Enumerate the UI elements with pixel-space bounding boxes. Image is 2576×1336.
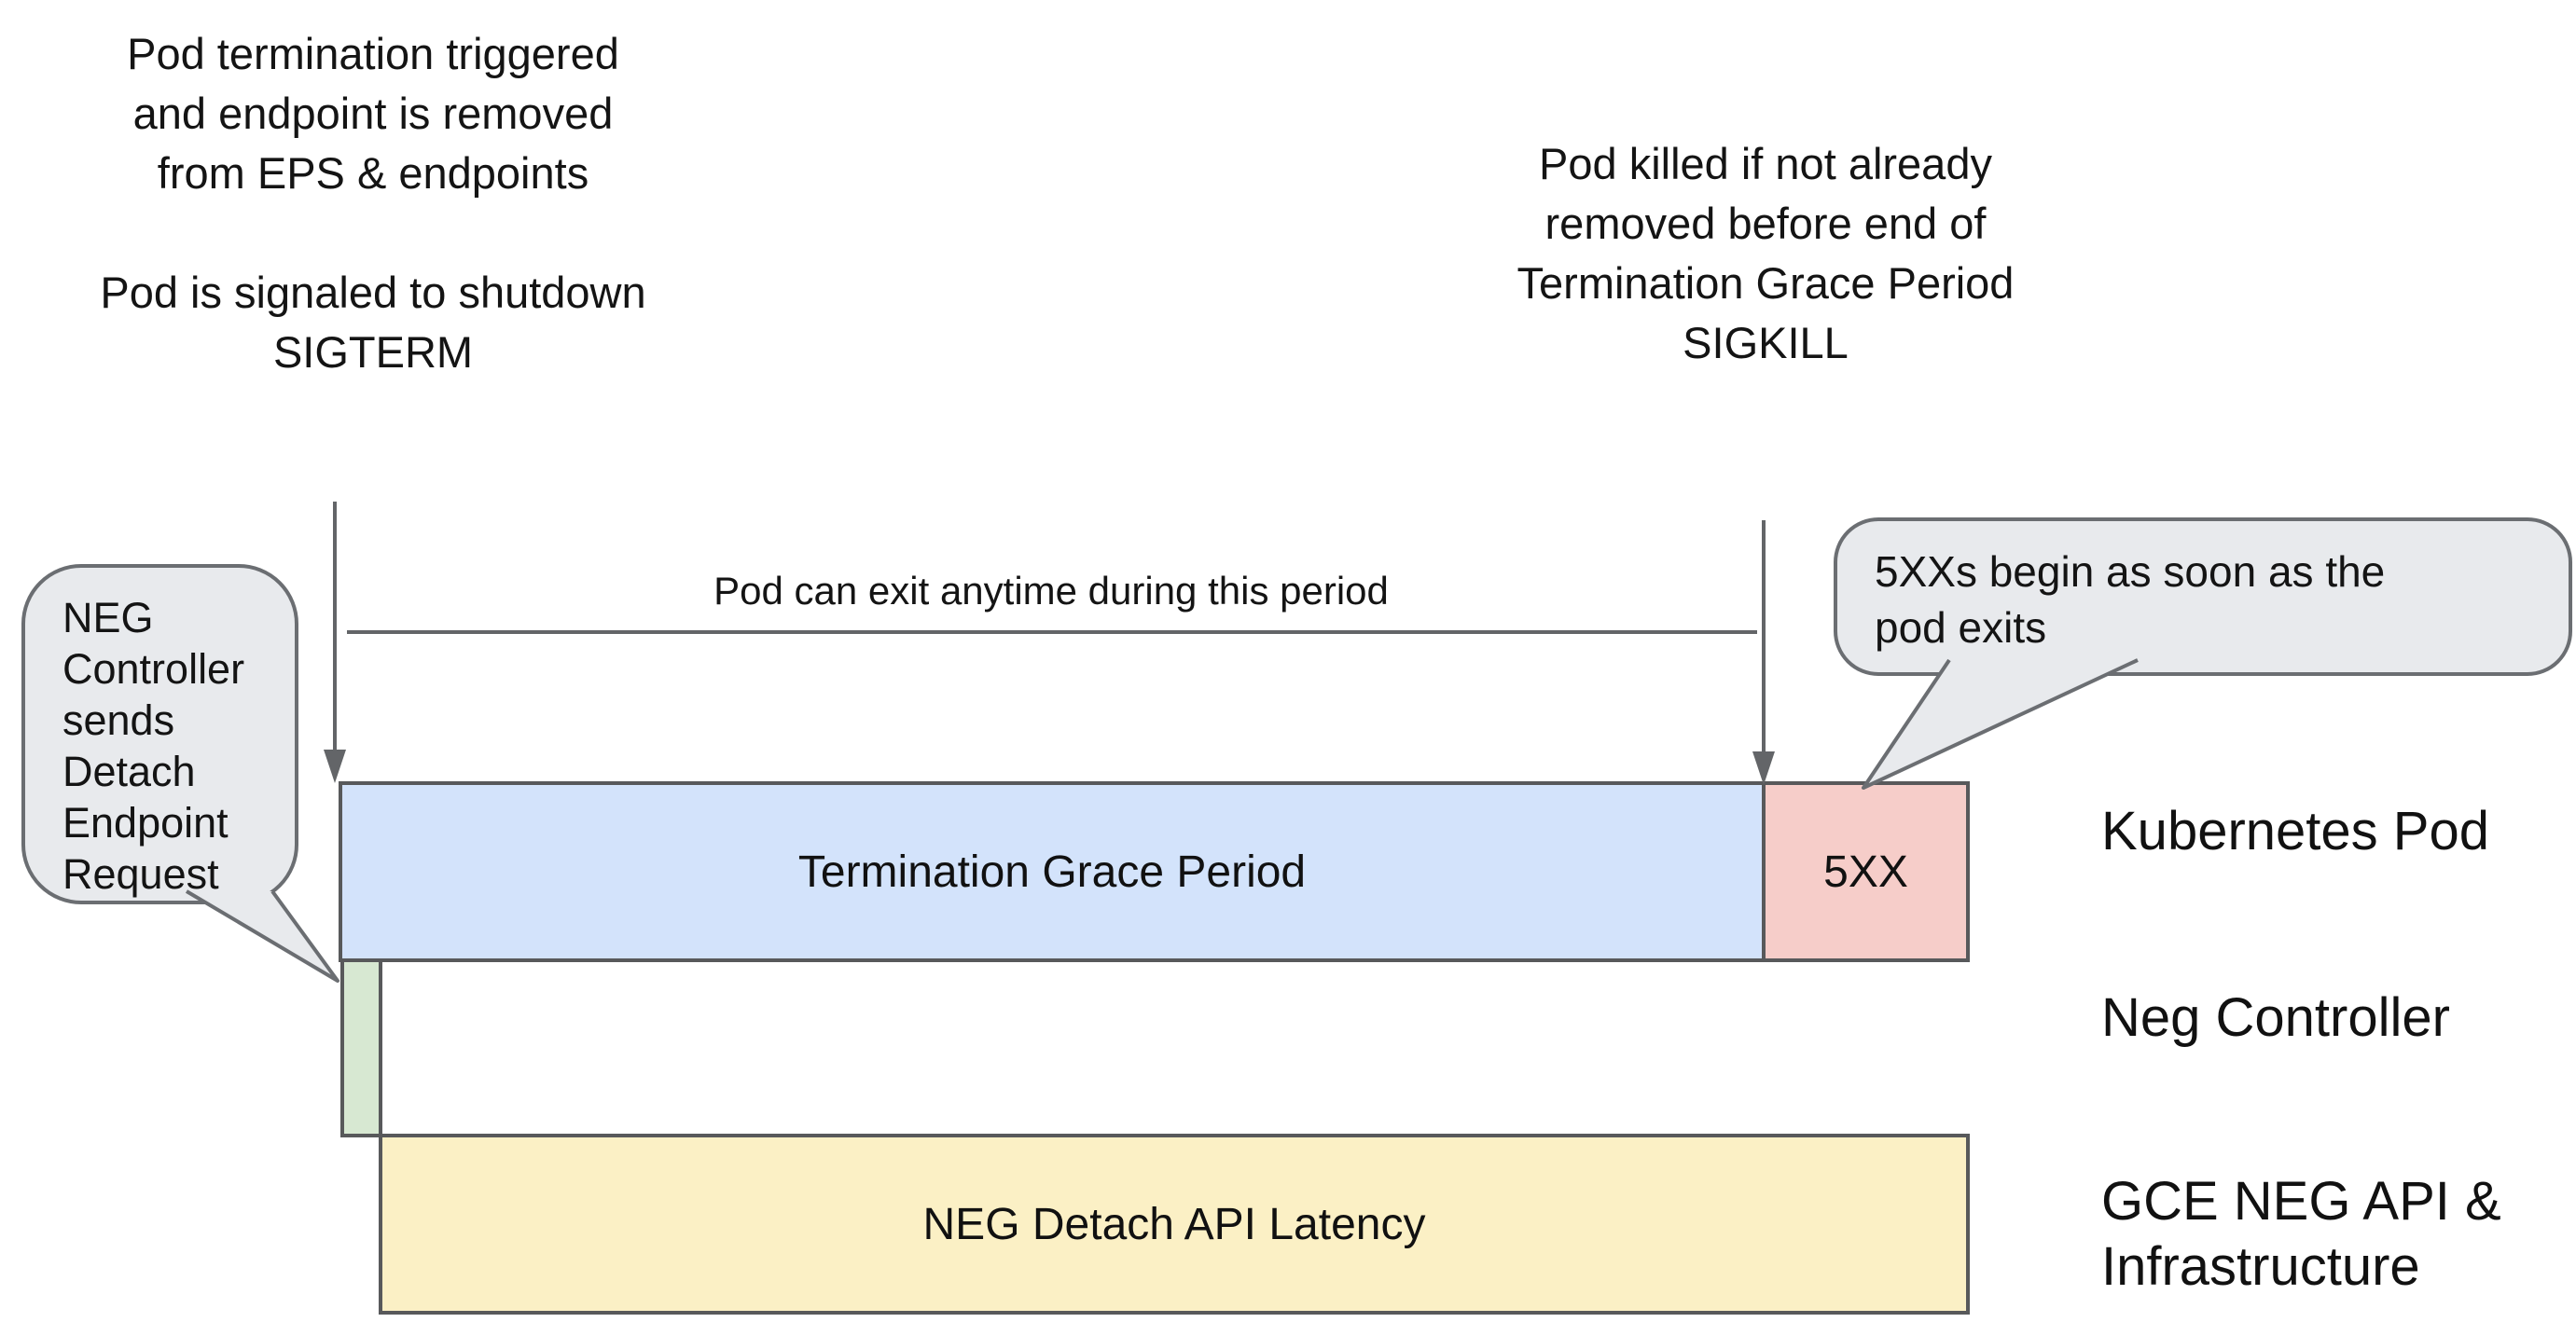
callout-line: Detach: [62, 748, 196, 795]
callout-line: 5XXs begin as soon as the: [1875, 547, 2386, 596]
callout-line: Endpoint: [62, 799, 229, 847]
annotation-line: Pod termination triggered: [127, 29, 619, 78]
sigkill-arrowhead: [1752, 751, 1775, 785]
exit-period-label: Pod can exit anytime during this period: [713, 569, 1389, 613]
callout-line: Request: [62, 850, 219, 898]
bar-5xx: 5XX: [1762, 781, 1970, 962]
5xx-callout-tail: [1862, 658, 2139, 790]
callout-line: Controller: [62, 645, 245, 693]
callout-5xx-begin: 5XXs begin as soon as the pod exits: [1834, 517, 2572, 676]
annotation-line: from EPS & endpoints: [157, 148, 589, 198]
lane-label-gce-neg-api: GCE NEG API & Infrastructure: [2101, 1169, 2501, 1300]
lane-label-neg-controller: Neg Controller: [2101, 987, 2450, 1048]
annotation-line: Pod killed if not already: [1539, 139, 1992, 188]
annotation-spacer: [45, 203, 701, 263]
callout-line: sends: [62, 696, 175, 744]
bar-neg-detach-api-latency-label: NEG Detach API Latency: [922, 1199, 1426, 1249]
lane-label-line: Infrastructure: [2101, 1236, 2420, 1297]
callout-line: pod exits: [1875, 603, 2047, 652]
neg-callout-tail: [185, 889, 339, 983]
annotation-line: removed before end of: [1544, 199, 1987, 248]
bar-termination-grace-period-label: Termination Grace Period: [797, 847, 1307, 897]
lane-label-kubernetes-pod: Kubernetes Pod: [2101, 801, 2489, 861]
bar-5xx-label: 5XX: [1823, 847, 1908, 897]
annotation-line: SIGTERM: [272, 327, 474, 377]
bar-termination-grace-period: Termination Grace Period: [339, 781, 1766, 962]
annotation-pod-killed: Pod killed if not already removed before…: [1437, 134, 2094, 373]
annotation-line: Termination Grace Period: [1517, 258, 2015, 308]
annotation-pod-termination: Pod termination triggered and endpoint i…: [45, 24, 701, 382]
sigterm-arrowhead: [324, 750, 346, 783]
callout-line: NEG: [62, 594, 154, 641]
annotation-line: Pod is signaled to shutdown: [100, 268, 646, 317]
bar-neg-detach-api-latency: NEG Detach API Latency: [379, 1134, 1970, 1315]
bar-neg-detach-request: [340, 958, 382, 1137]
lane-label-line: GCE NEG API &: [2101, 1171, 2501, 1232]
annotation-line: SIGKILL: [1683, 318, 1849, 367]
callout-neg-controller: NEG Controller sends Detach Endpoint Req…: [21, 564, 298, 904]
annotation-line: and endpoint is removed: [132, 89, 614, 138]
